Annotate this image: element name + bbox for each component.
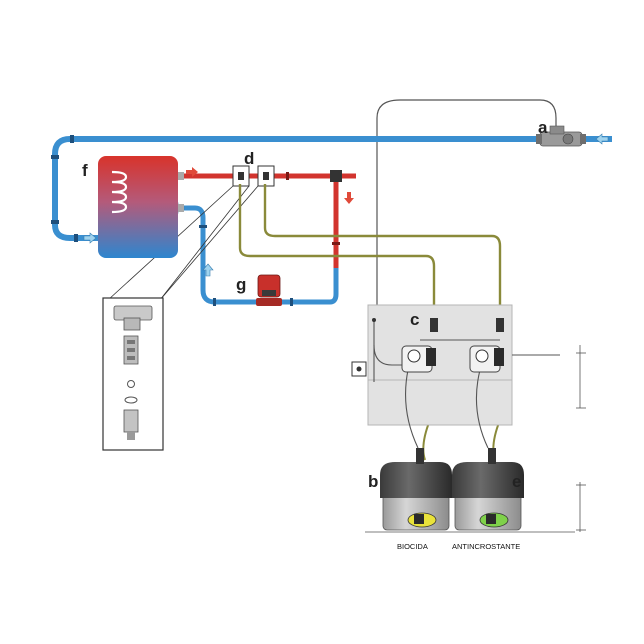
water-meter-icon: [536, 125, 586, 147]
heater-inlet-arrow-icon: [83, 232, 97, 244]
chemical-tank-left: [380, 448, 452, 531]
hot-down-arrow-icon: [344, 192, 354, 204]
dimension-marks: [576, 345, 586, 532]
meter-signal-wire: [376, 99, 557, 390]
label-d: d: [244, 149, 254, 168]
cold-return-pipe: [183, 205, 339, 306]
hot-outflow-arrow-icon: [186, 167, 198, 177]
fitting-detail-box: [102, 297, 164, 451]
cold-water-main: [51, 135, 612, 242]
label-e: e: [512, 472, 521, 491]
label-c: c: [410, 310, 419, 329]
water-heater-icon: [98, 156, 184, 258]
label-g: g: [236, 275, 246, 294]
label-a: a: [538, 118, 548, 137]
tank-label-biocida: BIOCIDA: [397, 542, 428, 551]
label-b: b: [368, 472, 378, 491]
control-wires: [373, 320, 560, 449]
dosing-pump-icon: [401, 318, 504, 373]
inflow-arrow-icon: [595, 133, 609, 145]
injection-fitting-icon: [232, 165, 342, 187]
label-f: f: [82, 161, 88, 180]
cold-flow-arrow-icon: [202, 263, 214, 277]
chemical-tank-right: [452, 448, 524, 531]
tank-label-antincrostante: ANTINCROSTANTE: [452, 542, 520, 551]
circulation-pump-icon: [256, 274, 282, 306]
